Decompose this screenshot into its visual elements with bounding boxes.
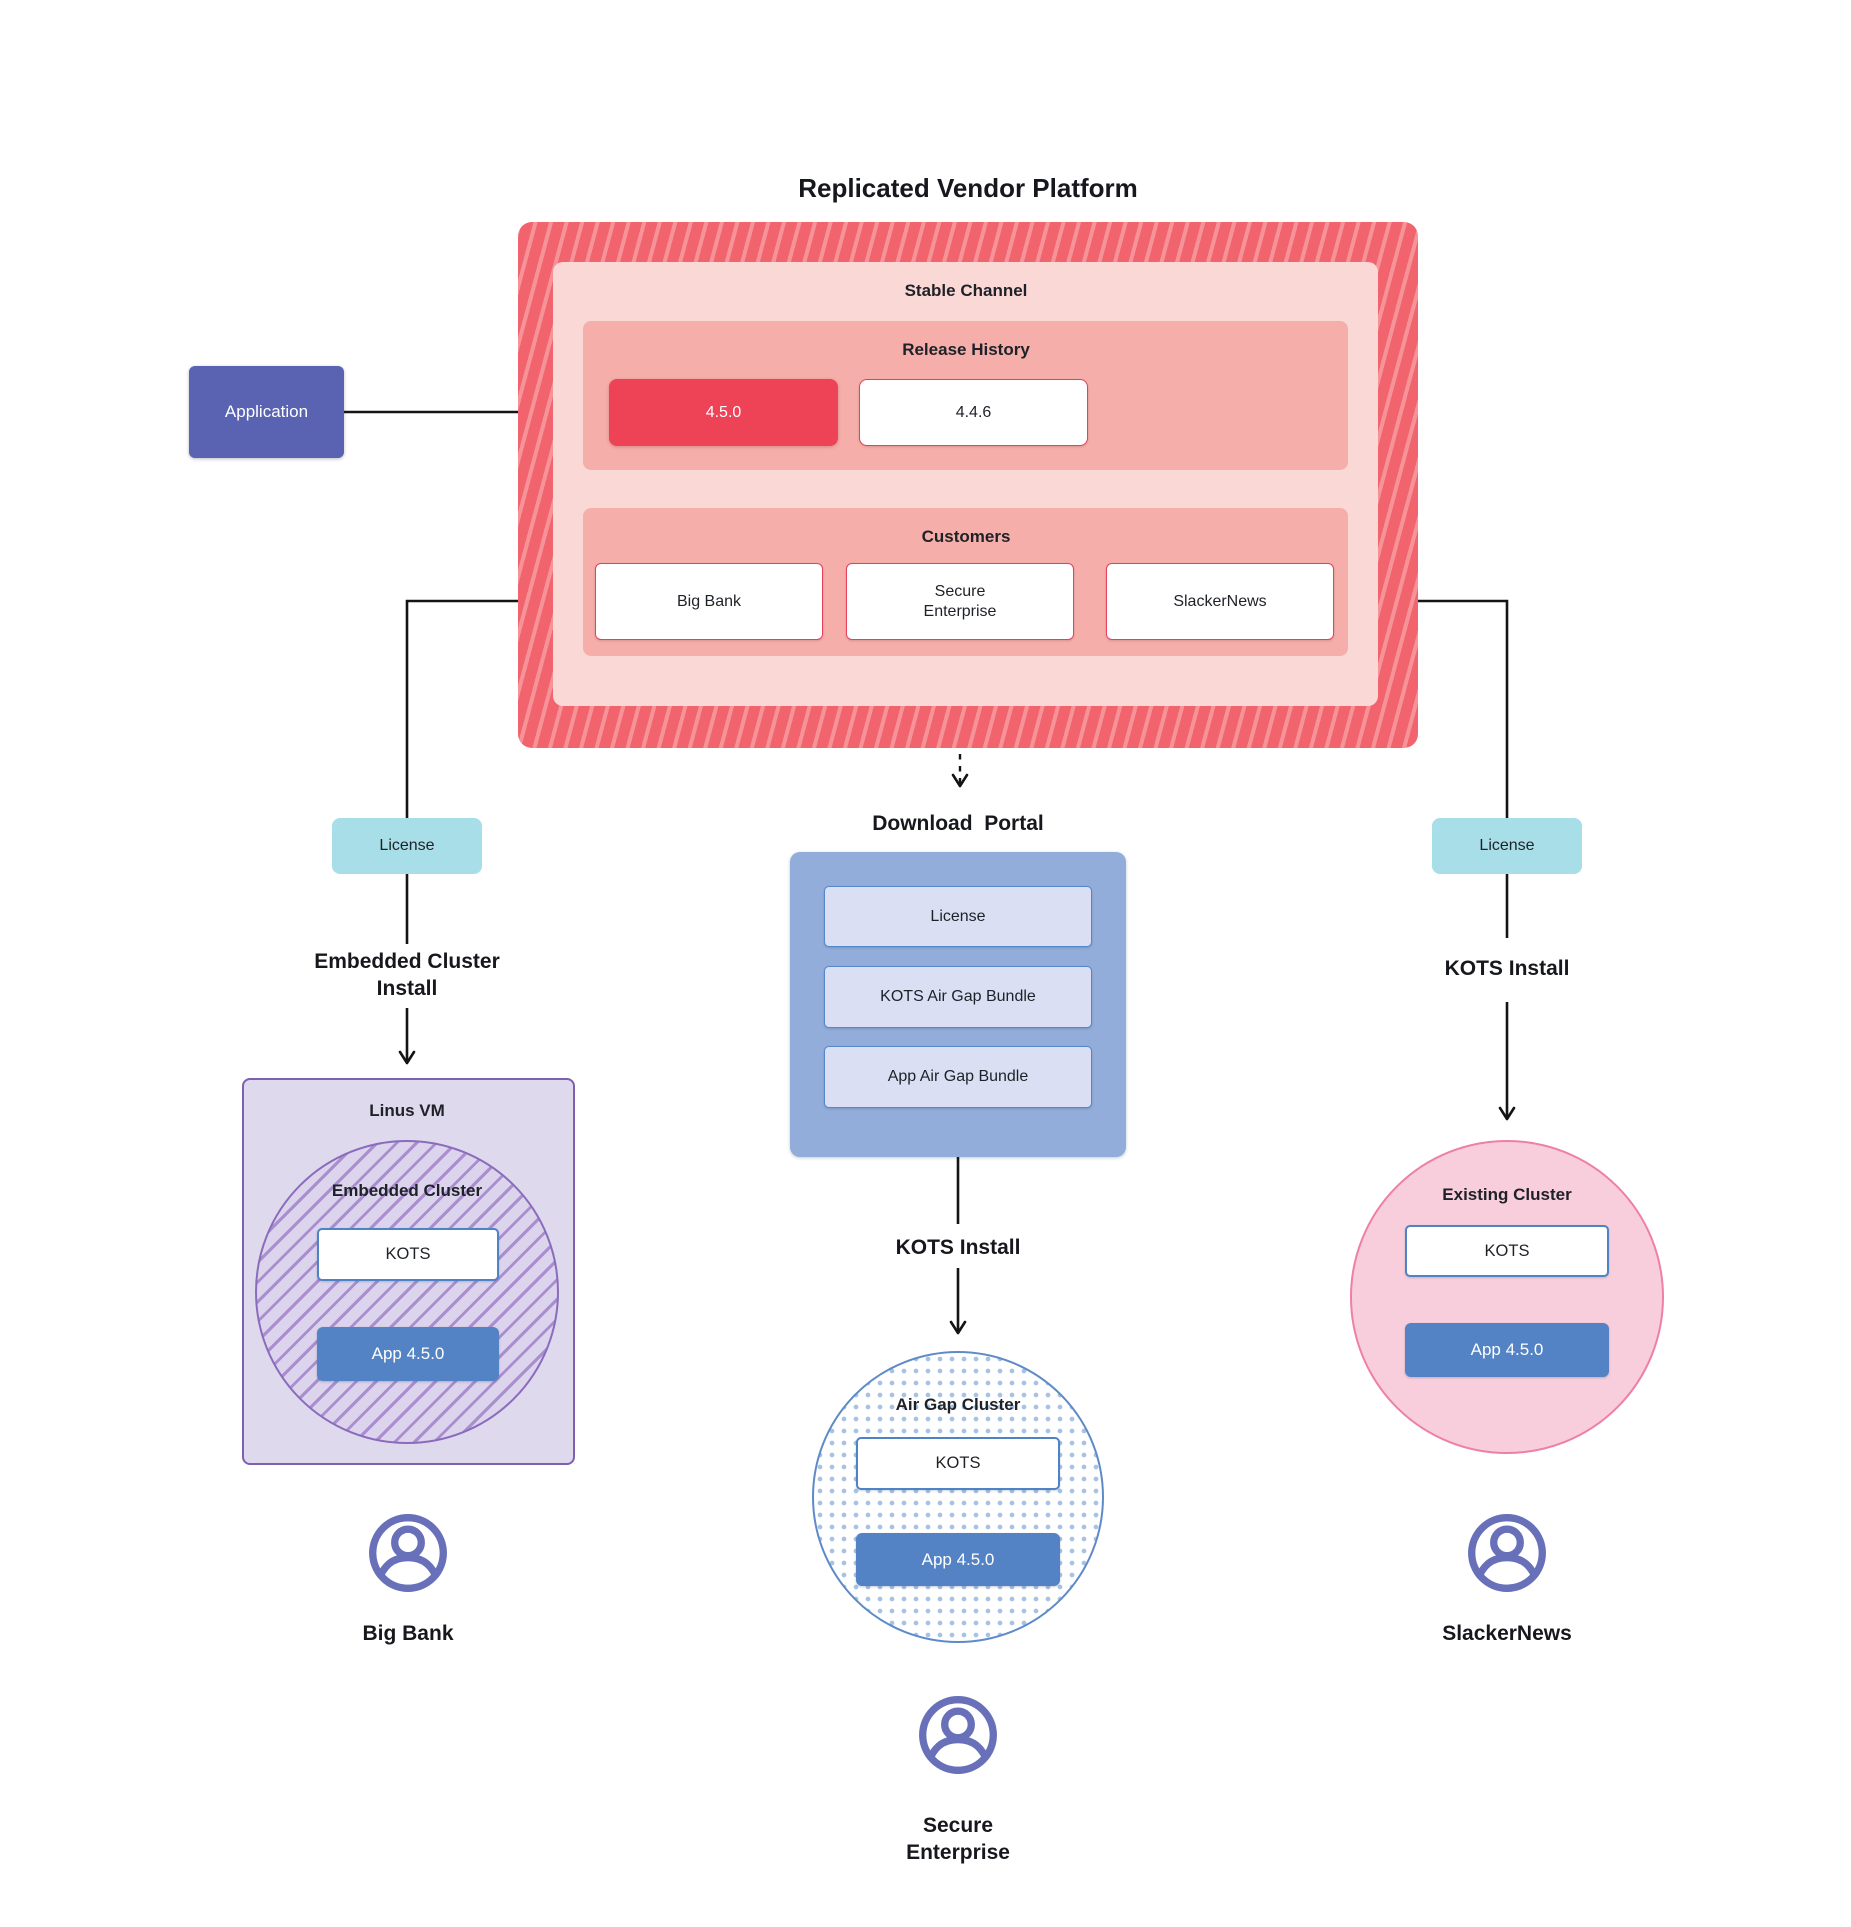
kots-box-middle: KOTS: [856, 1437, 1060, 1490]
embedded-cluster-install-label: Embedded Cluster Install: [314, 950, 500, 1001]
user-label-big-bank: Big Bank: [362, 1622, 454, 1645]
customer-secure-enterprise-label: Secure Enterprise: [923, 582, 997, 620]
release-box-previous: 4.4.6: [859, 379, 1088, 446]
kots-install-label-middle: KOTS Install: [895, 1236, 1021, 1259]
customer-slackernews: SlackerNews: [1106, 563, 1334, 640]
customer-secure-enterprise: Secure Enterprise: [846, 563, 1074, 640]
customer-slackernews-label: SlackerNews: [1173, 592, 1267, 610]
linus-vm-label: Linus VM: [369, 1101, 445, 1120]
kots-box-right: KOTS: [1405, 1225, 1609, 1277]
air-gap-cluster-circle: [812, 1351, 1104, 1643]
user-icon-big-bank: [369, 1514, 447, 1592]
release-box-current: 4.5.0: [609, 379, 838, 446]
user-icon-slackernews: [1468, 1514, 1546, 1592]
portal-item-kots-air-gap-bundle: KOTS Air Gap Bundle: [824, 966, 1092, 1028]
existing-cluster-label: Existing Cluster: [1442, 1185, 1572, 1204]
air-gap-cluster-label: Air Gap Cluster: [895, 1395, 1021, 1414]
portal-item-app-air-gap-bundle: App Air Gap Bundle: [824, 1046, 1092, 1108]
customer-big-bank: Big Bank: [595, 563, 823, 640]
app-box-right: App 4.5.0: [1405, 1323, 1609, 1377]
license-badge-left: License: [332, 818, 482, 874]
diagram-title: Replicated Vendor Platform: [798, 173, 1138, 203]
embedded-cluster-circle: [255, 1140, 559, 1444]
app-box-left: App 4.5.0: [317, 1327, 499, 1381]
existing-cluster-circle: [1350, 1140, 1664, 1454]
embedded-cluster-label: Embedded Cluster: [331, 1181, 483, 1200]
user-label-slackernews: SlackerNews: [1442, 1622, 1572, 1645]
portal-item-license: License: [824, 886, 1092, 947]
user-label-secure-enterprise: Secure Enterprise: [906, 1814, 1010, 1865]
application-box: Application: [189, 366, 344, 458]
license-badge-right: License: [1432, 818, 1582, 874]
customers-label: Customers: [921, 527, 1011, 546]
kots-install-label-right: KOTS Install: [1444, 957, 1570, 980]
app-box-middle: App 4.5.0: [856, 1533, 1060, 1586]
release-history-label: Release History: [902, 340, 1030, 359]
download-portal-heading: Download Portal: [872, 812, 1044, 835]
user-icon-secure-enterprise: [919, 1696, 997, 1774]
stable-channel-label: Stable Channel: [904, 281, 1028, 300]
customer-big-bank-label: Big Bank: [676, 592, 742, 610]
kots-box-left: KOTS: [317, 1228, 499, 1281]
